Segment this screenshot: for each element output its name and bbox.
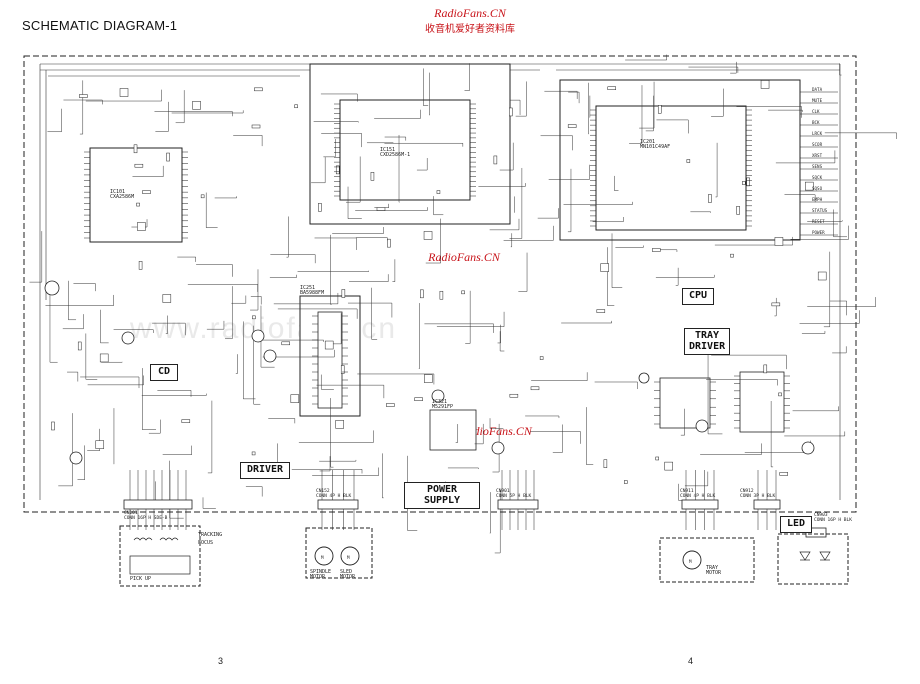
cn912-body xyxy=(753,499,781,510)
watermark-chinese: 收音机爱好者资料库 xyxy=(425,24,515,35)
label-cn901: CN901 CONN 5P H BLK xyxy=(496,489,532,499)
block-label-cpu: CPU xyxy=(682,288,714,305)
label-ic101: IC101 CXA2586M xyxy=(110,189,135,200)
pickup-box xyxy=(119,525,201,587)
pickup-coils xyxy=(129,537,191,575)
right-signal-label: STATUS xyxy=(812,208,828,213)
ic321-body xyxy=(429,409,477,451)
sled-motor-symbol xyxy=(340,546,360,566)
transistors xyxy=(44,280,815,465)
right-signal-label: POWER xyxy=(812,230,825,235)
right-signal-label: SQCK xyxy=(812,175,823,180)
right-signal-label: SQSO xyxy=(812,186,823,191)
right-signal-label: EMPH xyxy=(812,197,823,202)
tray-motor-box xyxy=(659,537,755,583)
board-outline xyxy=(23,55,857,513)
page-number-left: 3 xyxy=(218,656,224,666)
led-symbols xyxy=(799,551,831,561)
motor-box xyxy=(305,527,373,579)
label-ic251: IC251 BA5988FM xyxy=(300,285,325,296)
circuit-traces xyxy=(29,54,897,554)
page-number-right: 4 xyxy=(688,656,694,666)
watermark-site: RadioFans.CN xyxy=(434,6,506,20)
watermark-site-low: RadioFans.CN xyxy=(460,424,532,438)
cn901-body xyxy=(497,499,539,510)
label-cn911: CN911 CONN 4P H BLK xyxy=(680,489,716,499)
block-label-power-supply: POWER SUPPLY xyxy=(404,482,480,509)
label-cn152: CN152 CONN 4P H BLK xyxy=(316,489,352,499)
cn101-body xyxy=(123,499,193,510)
label-ic201: IC201 MN101C49AF xyxy=(640,139,671,150)
label-pickup: PICK UP xyxy=(130,576,152,582)
label-ic151: IC151 CXD2586M-1 xyxy=(380,147,411,158)
block-label-tray-driver: TRAY DRIVER xyxy=(684,328,730,355)
tray-ic-body xyxy=(739,371,785,433)
cn152-body xyxy=(317,499,359,510)
label-tracking: TRACKING xyxy=(198,532,223,538)
right-signal-label: RESET xyxy=(812,219,825,224)
spindle-motor-symbol xyxy=(314,546,334,566)
label-tray-motor: TRAY MOTOR xyxy=(706,565,722,576)
cn903-body xyxy=(805,527,827,538)
label-sled: SLED MOTOR xyxy=(340,569,356,580)
right-signal-label: LRCK xyxy=(812,131,823,136)
svg-text:M: M xyxy=(689,559,692,564)
label-cn912: CN912 CONN 3P H BLK xyxy=(740,489,776,499)
right-signal-label: MUTE xyxy=(812,98,823,103)
spindle-m: M xyxy=(321,555,324,560)
right-signal-label: DATA xyxy=(812,87,823,92)
watermark-site-mid: RadioFans.CN xyxy=(428,250,500,264)
right-signal-label: SCOR xyxy=(812,142,823,147)
block-label-led: LED xyxy=(780,516,812,533)
bottom-connectors xyxy=(123,499,827,538)
right-signal-label: BCK xyxy=(812,120,820,125)
right-signal-label: XRST xyxy=(812,153,823,158)
right-signal-label: CLK xyxy=(812,109,820,114)
label-focus: FOCUS xyxy=(198,540,214,546)
label-ic321: IC321 M5291FP xyxy=(432,399,454,410)
label-spindle: SPINDLE MOTOR xyxy=(310,569,332,580)
block-label-cd: CD xyxy=(150,364,178,381)
svg-text:M: M xyxy=(347,555,350,560)
right-signal-column: DATA MUTE CLK BCK LRCK SCOR XRST SENS SQCK SQSO EM… xyxy=(800,87,838,236)
ic201-body xyxy=(595,105,747,231)
right-signal-label: SENS xyxy=(812,164,823,169)
label-cn903: CN903 CONN 16P H BLK xyxy=(814,513,852,523)
block-label-driver: DRIVER xyxy=(240,462,290,479)
led-board-box xyxy=(777,533,849,585)
ic151-body xyxy=(339,99,471,201)
cn911-body xyxy=(681,499,719,510)
tray-motor-symbol xyxy=(682,550,702,570)
label-cn101: CN101 CONN 16P H SDE-B xyxy=(124,511,168,521)
ic-pins xyxy=(84,103,790,429)
page-title: SCHEMATIC DIAGRAM-1 xyxy=(22,18,178,33)
ic101-body xyxy=(89,147,183,243)
